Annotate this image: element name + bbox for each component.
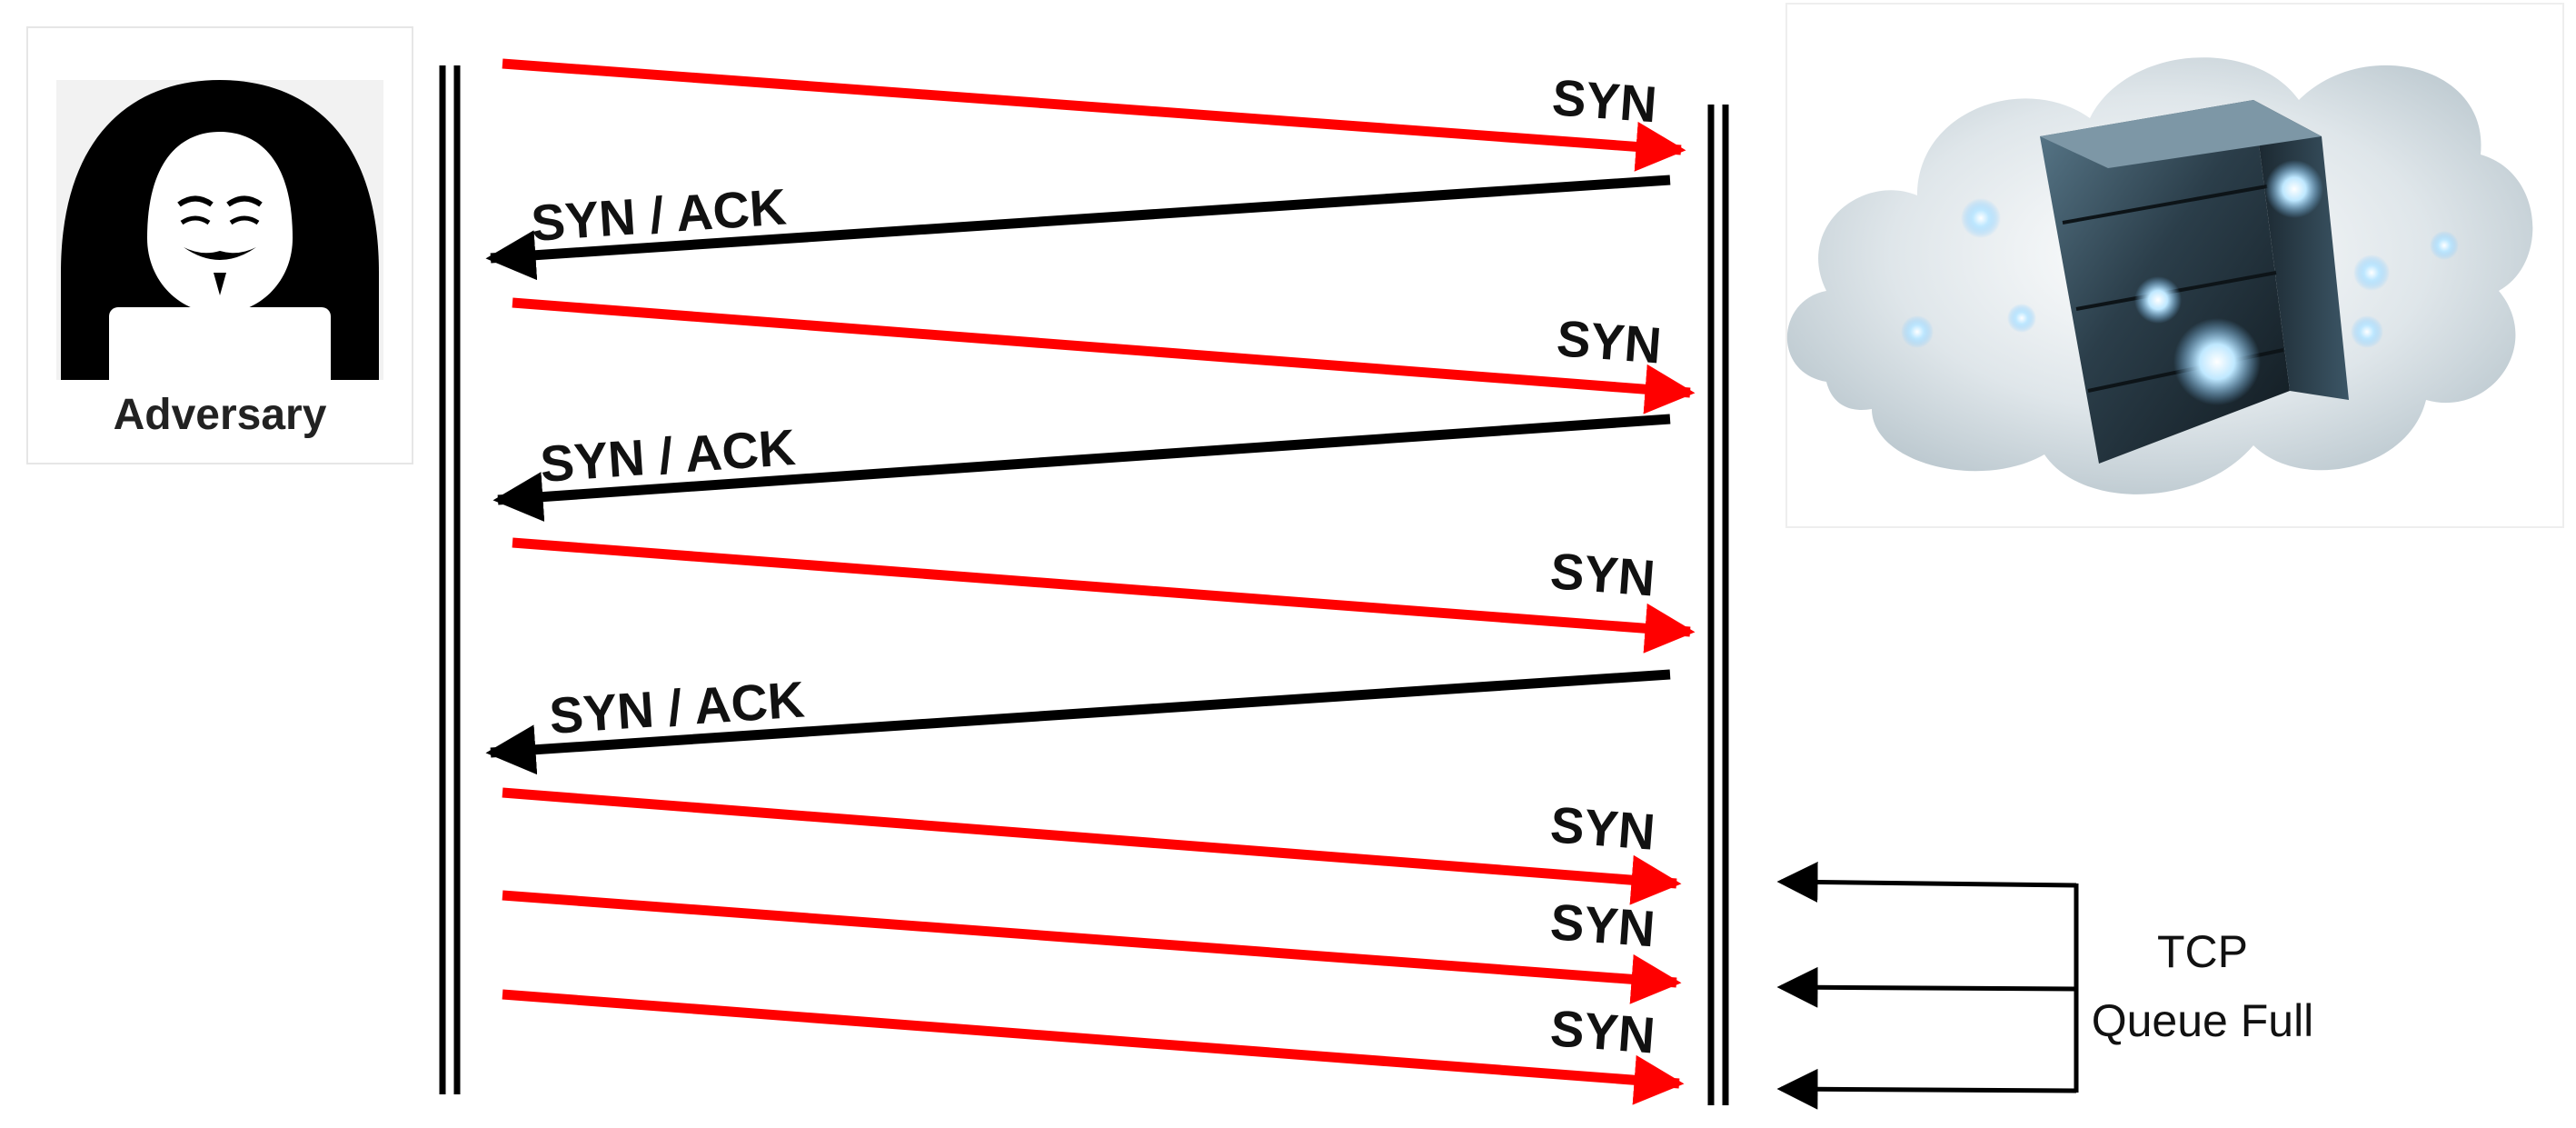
message-1: SYN (502, 58, 1686, 172)
queue-full-bracket: TCP Queue Full (1776, 862, 2314, 1110)
message-3: SYN (512, 297, 1696, 414)
message-label: SYN (1548, 893, 1656, 957)
queue-note-line2: Queue Full (2092, 995, 2314, 1046)
message-9: SYN (502, 989, 1685, 1105)
message-label: SYN (1548, 999, 1657, 1063)
queue-arrow (1776, 966, 2077, 1008)
message-8: SYN (502, 890, 1682, 1004)
queue-arrow (1776, 1068, 2077, 1110)
syn-arrow (502, 58, 1686, 172)
message-6: SYN / ACK (485, 669, 1671, 775)
syn-arrow (502, 787, 1682, 905)
message-2: SYN / ACK (485, 175, 1671, 281)
queue-arrow (1776, 862, 2077, 903)
hooded-hacker-mask-icon (56, 80, 383, 407)
adversary-lifeline (439, 65, 461, 1094)
adversary-actor: Adversary (26, 26, 413, 464)
message-5: SYN (512, 537, 1696, 654)
queue-note-line1: TCP (2157, 926, 2248, 977)
message-label: SYN (1555, 309, 1664, 374)
syn-ack-arrow (492, 414, 1671, 523)
syn-arrow (502, 989, 1685, 1105)
message-7: SYN (502, 787, 1682, 905)
syn-ack-arrow (485, 669, 1671, 775)
syn-ack-arrow (485, 175, 1671, 281)
adversary-label: Adversary (114, 391, 327, 439)
syn-arrow (512, 537, 1696, 654)
server-in-cloud-icon (1786, 57, 2533, 494)
syn-arrow (512, 297, 1696, 414)
message-label: SYN (1548, 795, 1657, 861)
message-label: SYN (1548, 542, 1657, 606)
syn-arrow (502, 890, 1682, 1004)
message-4: SYN / ACK (492, 414, 1671, 523)
message-label: SYN (1550, 68, 1658, 133)
server-lifeline (1707, 105, 1729, 1105)
server-actor (1785, 3, 2564, 528)
